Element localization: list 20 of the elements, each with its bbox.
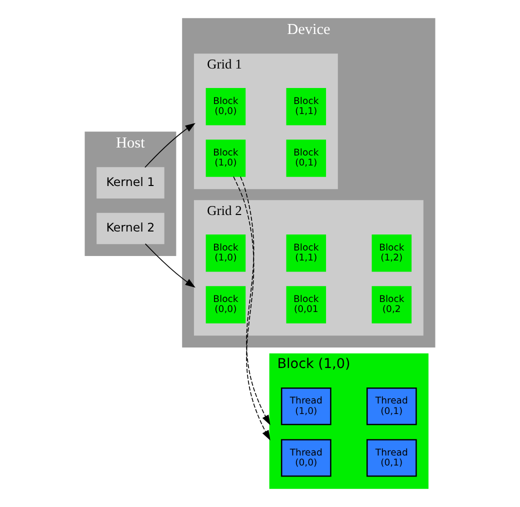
node-box: Block (0,2	[372, 286, 412, 324]
node-box: Kernel 1	[96, 167, 164, 198]
node-box: Thread (1,0)	[280, 387, 332, 426]
node-box: Block (1,1)	[286, 88, 326, 126]
arrow	[240, 176, 270, 426]
node-box: Block (1,0)	[206, 140, 246, 177]
node-box: Thread (0,1)	[366, 439, 417, 477]
node-box: Block (1,0)	[206, 234, 246, 272]
node-box: Kernel 2	[96, 212, 164, 244]
arrow	[144, 122, 196, 168]
node-box: Thread (0,0)	[280, 439, 332, 477]
node-box: Block (1,1)	[286, 234, 326, 272]
node-box: Block (0,0)	[206, 88, 246, 126]
node-box: Block (0,0)	[206, 286, 246, 324]
node-box: Block (1,2)	[372, 234, 412, 272]
node-box: Block (0,01	[286, 286, 326, 324]
node-box: Block (0,1)	[286, 140, 326, 177]
node-box: Thread (0,1)	[366, 387, 417, 426]
arrow	[233, 176, 270, 440]
arrow	[144, 243, 196, 288]
